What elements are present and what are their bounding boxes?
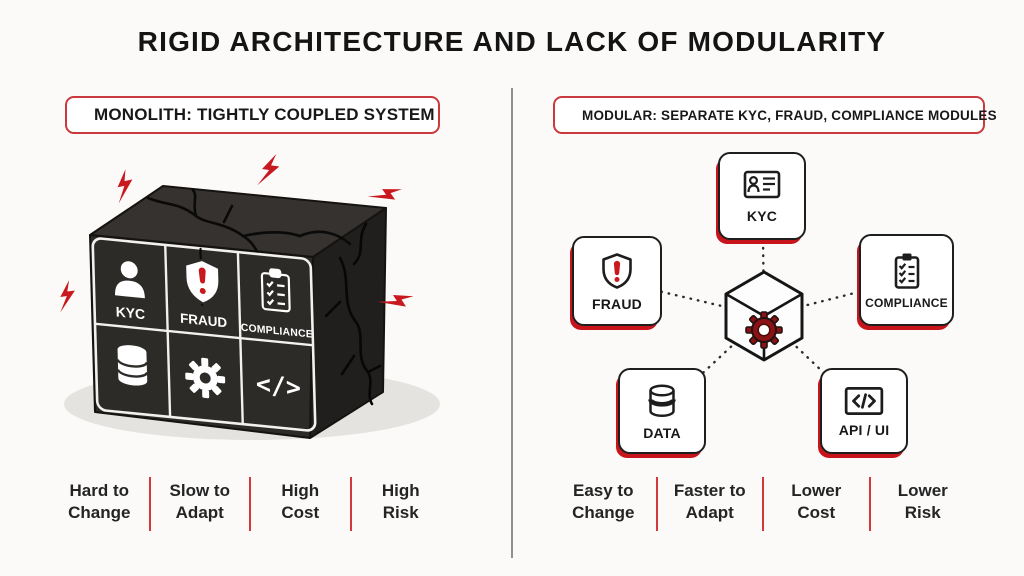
page-title: RIGID ARCHITECTURE AND LACK OF MODULARIT… (137, 26, 887, 57)
footer-line: Change (572, 503, 635, 523)
monolith-header-label: MONOLITH: TIGHTLY COUPLED SYSTEM (94, 105, 435, 124)
footer-line: Hard to (69, 481, 130, 500)
footer-item-easy-to-change: Easy to Change (551, 477, 656, 531)
module-label-api-ui: API / UI (838, 421, 890, 438)
footer-item-high-cost: High Cost (249, 477, 350, 531)
hub-gear-icon (745, 311, 783, 349)
module-card-compliance: COMPLIANCE (859, 234, 954, 326)
footer-item-hard-to-change: Hard to Change (50, 477, 149, 531)
cracks-top (146, 188, 352, 256)
footer-line: High (381, 481, 420, 500)
footer-line: Faster to (673, 481, 746, 500)
footer-line: High (281, 481, 320, 500)
hub-cube (724, 270, 804, 362)
module-card-api-ui: API / UI (820, 368, 908, 454)
cube-cell-label-fraud: FRAUD (180, 311, 228, 331)
shield-alert-icon (184, 258, 221, 305)
lightning-icon (60, 280, 75, 313)
footer-line: Cost (281, 503, 320, 523)
panel-divider (511, 88, 513, 558)
lightning-icon (257, 154, 280, 186)
footer-item-lower-risk: Lower Risk (868, 477, 976, 531)
monolith-cube-illustration: KYC FRAUD (60, 154, 440, 440)
code-icon: </> (256, 369, 302, 402)
lightning-icon (377, 294, 414, 307)
modular-header-badge: MODULAR: SEPARATE KYC, FRAUD, COMPLIANCE… (553, 96, 997, 134)
footer-item-lower-cost: Lower Cost (762, 477, 869, 531)
cube-front-grid: KYC FRAUD (91, 237, 317, 432)
user-icon (115, 261, 145, 299)
footer-line: Easy to (573, 481, 634, 500)
module-label-kyc: KYC (746, 207, 778, 224)
module-label-data: DATA (643, 424, 681, 441)
module-card-fraud: FRAUD (572, 236, 662, 326)
footer-item-high-risk: High Risk (349, 477, 451, 531)
cube-cell-label-compliance: COMPLIANCE (241, 322, 314, 341)
lightning-icon (117, 169, 133, 204)
footer-line: Risk (904, 503, 941, 523)
module-card-kyc: KYC (718, 152, 806, 240)
footer-item-slow-to-adapt: Slow to Adapt (148, 477, 250, 531)
footer-line: Lower (897, 481, 948, 500)
lightning-bolts (60, 154, 414, 313)
gear-icon (185, 357, 226, 399)
shield-alert-icon (602, 252, 632, 289)
database-icon (116, 345, 149, 386)
module-label-compliance: COMPLIANCE (865, 295, 948, 310)
footer-item-faster-to-adapt: Faster to Adapt (655, 477, 763, 531)
footer-line: Adapt (175, 503, 224, 523)
footer-line: Lower (791, 481, 842, 500)
module-card-data: DATA (618, 368, 706, 454)
cracks-right (324, 222, 382, 406)
footer-line: Adapt (685, 503, 734, 523)
footer-line: Risk (382, 503, 419, 523)
modular-footer: Easy to Change Faster to Adapt Lower Cos… (551, 477, 975, 531)
cube-cell-label-kyc: KYC (115, 303, 145, 322)
clipboard-checklist-icon (894, 253, 919, 289)
module-label-fraud: FRAUD (592, 295, 642, 312)
modular-header-label: MODULAR: SEPARATE KYC, FRAUD, COMPLIANCE… (582, 107, 997, 123)
monolith-footer: Hard to Change Slow to Adapt High Cost H… (50, 477, 450, 531)
database-icon (648, 383, 676, 417)
footer-line: Slow to (169, 481, 230, 500)
code-icon (844, 386, 884, 415)
footer-line: Cost (797, 503, 836, 523)
cube-shadow (64, 368, 440, 440)
id-card-icon (743, 170, 781, 198)
monolith-header-badge: MONOLITH: TIGHTLY COUPLED SYSTEM (65, 96, 440, 134)
crack-front (199, 247, 205, 307)
cracked-cube: KYC FRAUD (89, 185, 387, 439)
clipboard-checklist-icon (260, 268, 291, 313)
lightning-icon (367, 189, 402, 200)
footer-line: Change (68, 503, 131, 523)
